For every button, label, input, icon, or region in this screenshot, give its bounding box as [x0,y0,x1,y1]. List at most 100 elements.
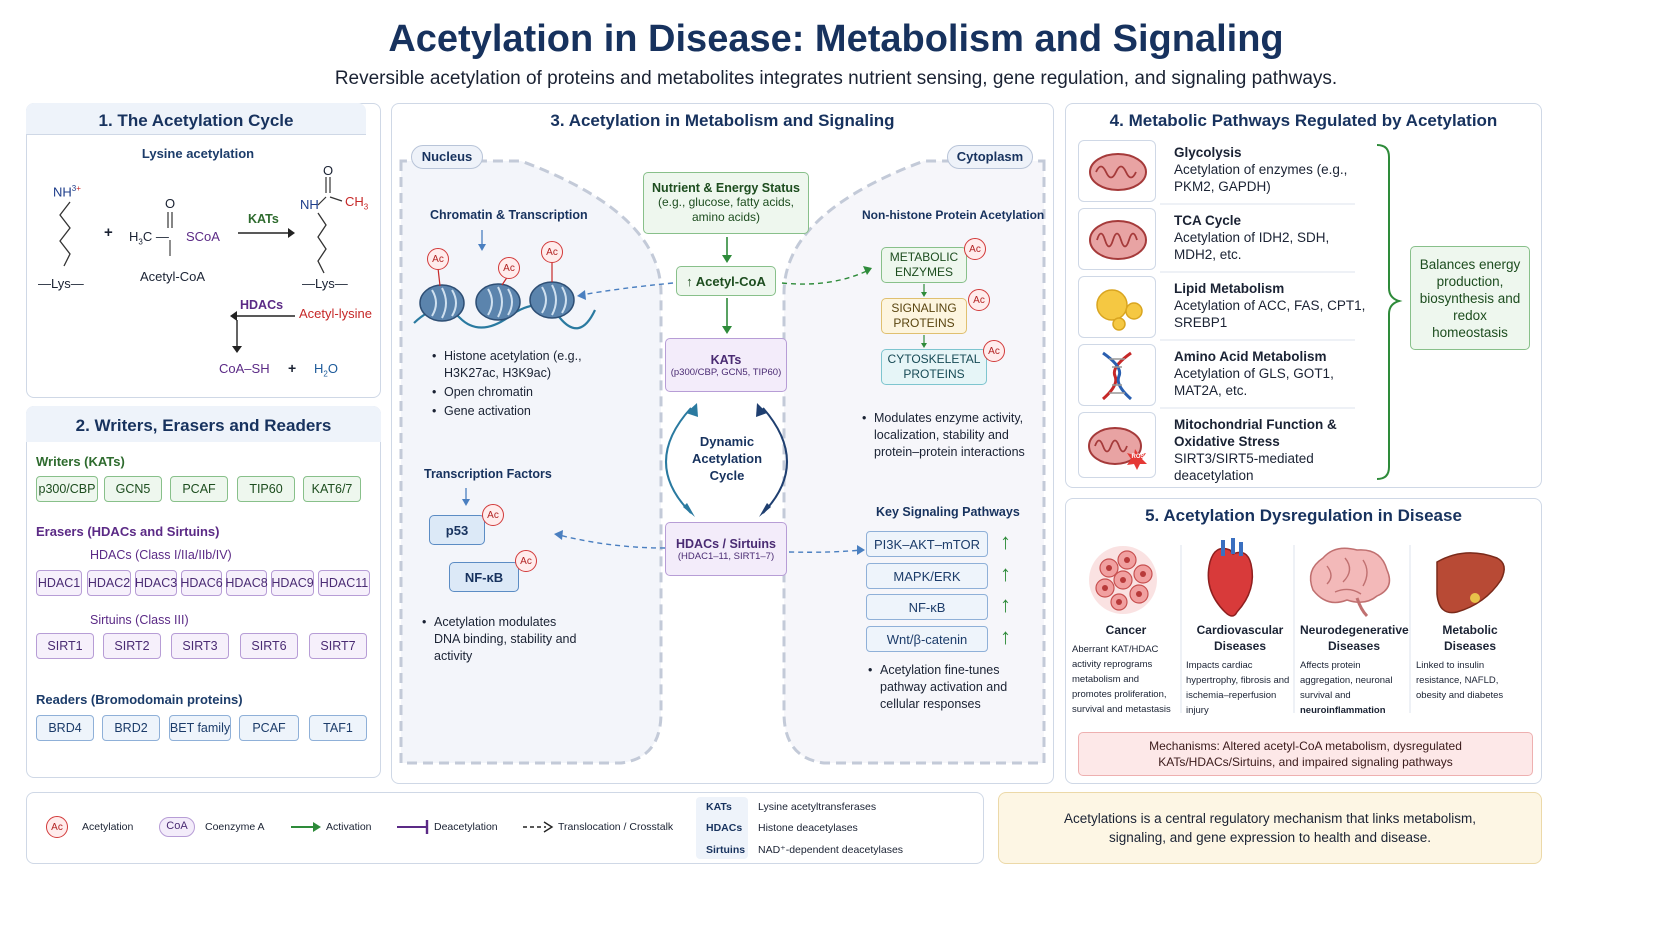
legend-coa-icon: CoA [159,817,195,837]
nucleosome-illustration [413,230,596,330]
pathway-dividers [1160,203,1355,409]
signaling-bullet: Acetylation fine-tunes pathway activatio… [868,662,1038,713]
lysine-chain-left [59,201,71,267]
disease-name: Cardiovascular Diseases [1196,623,1284,653]
ac-badge-nfkb: Ac [515,550,537,572]
legend-full-hdacs: Histone deacetylases [758,822,858,834]
sirtuin-chip: SIRT1 [36,633,94,659]
plus-sign-1: + [104,224,113,241]
kats-arrow-label: KATs [248,212,279,226]
mechanisms-box: Mechanisms: Altered acetyl-CoA metabolis… [1078,732,1533,776]
nutrient-energy-box: Nutrient & Energy Status (e.g., glucose,… [643,172,809,234]
pathway-nfkb: NF-κB [866,594,988,620]
pathway-nfkb-up-icon: ↑ [1000,592,1011,617]
coash-label: CoA–SH [219,361,270,376]
legend-translocation-icon [523,821,554,833]
mitochondrion-ros-icon: ROS [1078,412,1156,478]
writers-title: Writers (KATs) [36,454,125,469]
writer-chip: p300/CBP [36,476,98,502]
hdac-chip: HDAC8 [225,570,268,596]
legend-activation-arrow-icon [291,822,321,832]
acetyl-coa-label: Acetyl-CoA [140,269,206,284]
ac-badge-histone-2: Ac [498,257,520,279]
pathway-wnt-up-icon: ↑ [1000,624,1011,649]
transcription-factors-title: Transcription Factors [424,467,552,481]
reader-chip: PCAF [239,715,299,741]
legend-deacetylation: Deacetylation [434,821,498,833]
pathway-desc: Acetylation of ACC, FAS, CPT1, SREBP1 [1174,298,1366,330]
hdac-chip: HDAC1 [36,570,82,596]
plus-sign-2: + [288,360,297,376]
disease-desc: Impacts cardiac hypertrophy, fibrosis an… [1186,660,1290,716]
tf-bullets: Acetylation modulates DNA binding, stabi… [422,614,582,665]
sirtuin-chip: SIRT2 [103,633,161,659]
page-title: Acetylation in Disease: Metabolism and S… [388,18,1284,60]
pathway-name: Lipid Metabolism [1174,281,1285,296]
signaling-title: Key Signaling Pathways [876,505,1020,519]
kats-box-desc: (p300/CBP, GCN5, TIP60) [670,366,782,378]
hdac-chip: HDAC2 [87,570,131,596]
tf-bullet: Acetylation modulates DNA binding, stabi… [422,614,582,665]
legend-full-sirtuins: NAD⁺-dependent deacetylases [758,844,904,856]
heart-icon [1207,538,1254,617]
pathway-desc: SIRT3/SIRT5-mediated deacetylation [1174,451,1314,483]
center-arrows [554,237,872,555]
erasers-title: Erasers (HDACs and Sirtuins) [36,524,220,539]
legend-acetylation: Acetylation [82,821,134,833]
sirtuins-class-title: Sirtuins (Class III) [90,613,189,627]
legend-abbr-sirtuins: Sirtuins [706,844,746,856]
panel-acetylation-cycle [26,103,381,398]
pathway-desc: Acetylation of enzymes (e.g., PKM2, GAPD… [1174,162,1348,194]
chromatin-bullet-3: Gene activation [432,403,612,420]
cytoplasm-label: Cytoplasm [947,145,1033,169]
acetyl-coa-box: ↑ Acetyl-CoA [676,266,776,296]
pathway-brace [1376,144,1403,480]
legend-abbr-kats: KATs [706,801,732,813]
ac-badge-signaling: Ac [968,289,990,311]
reader-chip: BET family [169,715,231,741]
legend-ac-icon: Ac [46,816,68,838]
panel1-title-box [26,103,366,135]
readers-title: Readers (Bromodomain proteins) [36,692,243,707]
panel5-title: 5. Acetylation Dysregulation in Disease [1145,506,1462,525]
nonhistone-title: Non-histone Protein Acetylation [862,208,1045,222]
ac-badge-p53: Ac [482,504,504,526]
mitochondrion-icon [1078,140,1156,202]
kats-box-title: KATs [710,352,742,367]
panel3-title: 3. Acetylation in Metabolism and Signali… [550,111,895,130]
reader-chip: TAF1 [309,715,367,741]
legend-full-kats: Lysine acetyltransferases [758,801,877,813]
tf-arrow [462,488,470,506]
pathway-pi3k-up-icon: ↑ [1000,529,1011,554]
lipid-droplet-icon [1078,276,1156,338]
disease-desc: Linked to insulin resistance, NAFLD, obe… [1416,660,1504,701]
disease-icons [1089,538,1505,618]
chromatin-bullet-2: Open chromatin [432,384,612,401]
balance-box: Balances energy production, biosynthesis… [1410,246,1530,350]
nutrient-desc: (e.g., glucose, fatty acids, amino acids… [657,195,795,224]
nh-label: NH [300,197,319,212]
ac-badge-cytoskeletal: Ac [983,340,1005,362]
ac-badge-histone-1: Ac [427,248,449,270]
chromatin-bullets: Histone acetylation (e.g., H3K27ac, H3K9… [432,348,612,420]
dna-helix-icon [1078,344,1156,406]
pathway-pi3k: PI3K–AKT–mTOR [866,531,988,557]
ac-badge-enzymes: Ac [964,238,986,260]
disease-name: Cancer [1105,623,1147,637]
legend-panel [26,792,984,864]
mitochondrion-icon [1078,208,1156,270]
ac-badge-histone-3: Ac [541,241,563,263]
nonhistone-bullets: Modulates enzyme activity, localization,… [862,410,1037,461]
pathway-name: TCA Cycle [1174,213,1242,228]
hdacs-box-desc: (HDAC1–11, SIRT1–7) [677,550,775,562]
reader-chip: BRD4 [36,715,94,741]
nh3-label: NH3+ [53,184,81,200]
nucleus-label: Nucleus [411,145,483,169]
chromatin-bullet-1: Histone acetylation (e.g., H3K27ac, H3K9… [432,348,612,382]
legend-abbr-hdacs: HDACs [706,822,743,834]
disease-neurodegenerative: Neurodegenerative Diseases Affects prote… [1300,622,1409,718]
writer-chip: PCAF [170,476,228,502]
